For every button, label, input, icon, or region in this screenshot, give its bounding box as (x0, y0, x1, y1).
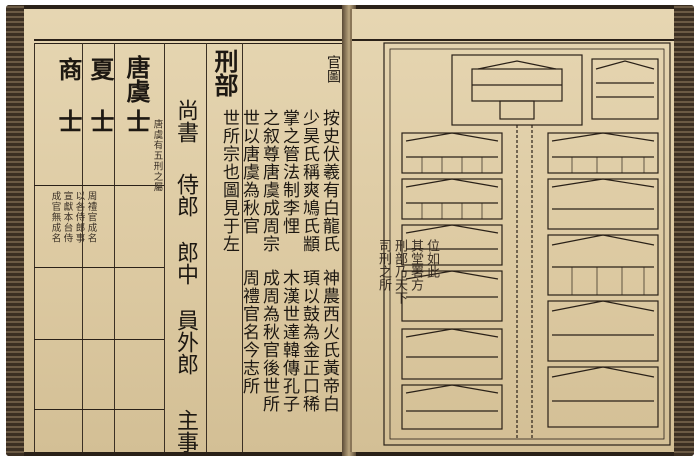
dynasty-tang-shi: 士 (122, 109, 151, 133)
right-page: 刑部乃天下 司刑之所 其堂署方 位如此 (350, 9, 674, 452)
body-column-lower: 頊以鼓為金正口稀 (299, 269, 319, 413)
main-hall-gate (499, 100, 535, 120)
table-rule (34, 43, 36, 452)
dynasty-xia-shi: 士 (86, 109, 115, 133)
table-row-rule (34, 339, 164, 340)
annotation: 以各侍郎事 (73, 191, 85, 244)
main-hall-roof (477, 60, 557, 70)
annotation: 宣獻本台侍 (61, 191, 73, 244)
west-offices (401, 132, 503, 430)
body-column: 按史伏羲有白龍氏 (319, 109, 339, 253)
ministry-title: 刑部 (210, 49, 239, 97)
body-column-lower: 成周為秋官後世所 (259, 269, 279, 413)
table-rule (164, 43, 166, 452)
compound-outer-wall (383, 42, 671, 446)
table-rule (206, 43, 208, 452)
top-border-rule-inner (34, 43, 346, 44)
body-column: 少昊氏稱爽鳩氏顓 (299, 109, 319, 253)
dynasty-shang-shi: 士 (54, 109, 83, 133)
east-offices (547, 132, 659, 428)
body-column-lower: 木漢世達韓傳孔子 (279, 269, 299, 413)
official-shilang: 侍郎 (173, 173, 198, 217)
table-rule (242, 43, 244, 452)
page-edge-right (674, 5, 694, 456)
body-column: 掌之管法制李悝 (279, 109, 299, 235)
dynasty-xia: 夏 (86, 57, 115, 81)
dynasty-shang: 商 (54, 57, 83, 81)
official-yuanwailang: 員外郎 (173, 309, 198, 375)
compound-inner-wall (389, 48, 665, 440)
official-zhushi: 主事 (173, 409, 198, 452)
dynasty-tang-yu: 唐虞 (122, 55, 151, 103)
page-edge-left (6, 5, 24, 456)
top-border-rule (352, 39, 674, 41)
table-rule (82, 43, 84, 452)
tang-note: 唐虞有五刑之屬 (151, 119, 163, 193)
caption-column: 刑部乃天下 (392, 239, 407, 304)
official-shangshu: 尚書 (173, 99, 198, 143)
body-column: 世以唐虞為秋官 (239, 109, 259, 235)
body-column: 世所宗也圖見于左 (219, 109, 239, 253)
table-row-rule (34, 267, 164, 268)
left-page: 商 士 夏 士 唐虞 士 唐虞有五刑之屬 成官無成名 宣獻本台侍 以各侍郎事 周… (24, 9, 348, 452)
top-border-rule (34, 39, 346, 41)
table-row-rule (34, 185, 164, 186)
east-hall (591, 58, 659, 120)
annotation: 周禮官成名 (85, 191, 97, 244)
annotation: 成官無成名 (49, 191, 61, 244)
official-langzhong: 郎中 (173, 241, 198, 285)
body-column-lower: 神農西火氏黃帝白 (319, 269, 339, 413)
open-book: 商 士 夏 士 唐虞 士 唐虞有五刑之屬 成官無成名 宣獻本台侍 以各侍郎事 周… (6, 5, 694, 456)
page-header-mark: 官圖 (325, 55, 341, 83)
table-rule (114, 43, 116, 452)
ministry-compound-plan (383, 42, 671, 446)
body-column-lower: 周禮官名今志所 (239, 269, 259, 395)
body-column: 之叙尊唐虞成周宗 (259, 109, 279, 253)
table-row-rule (34, 409, 164, 410)
